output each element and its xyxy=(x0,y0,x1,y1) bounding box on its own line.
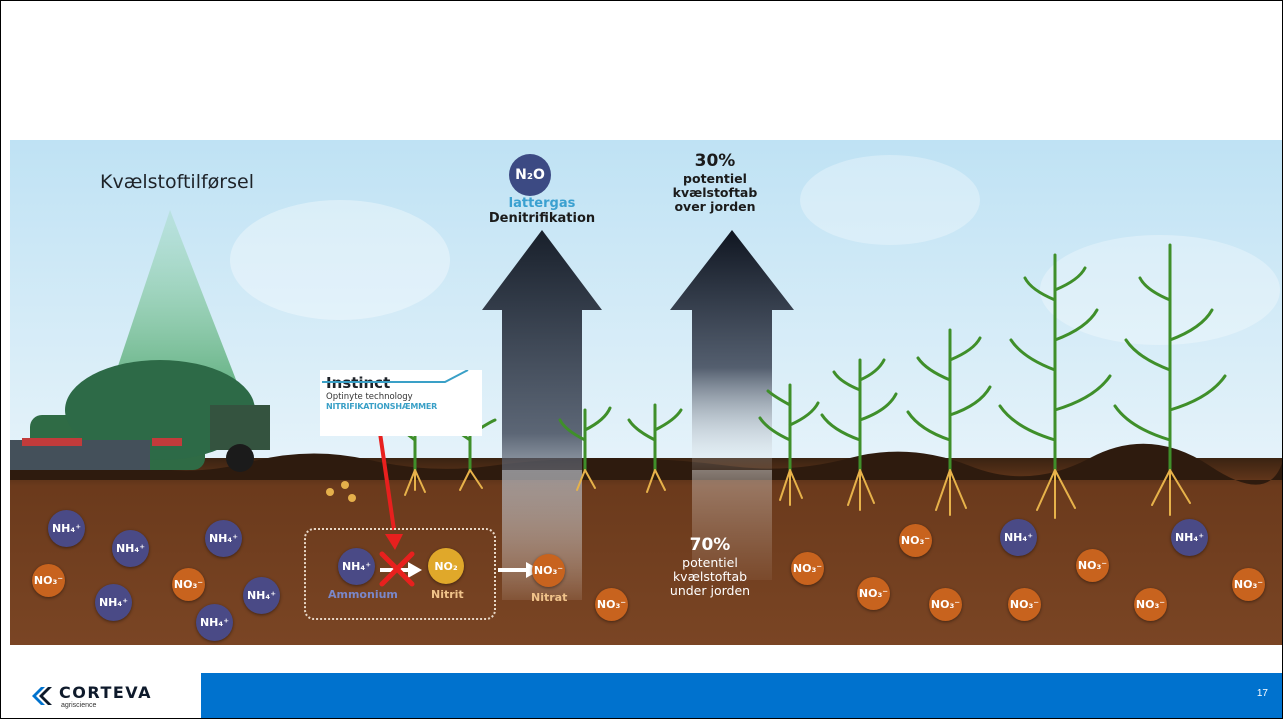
footer-bar: 17 xyxy=(201,673,1282,718)
instinct-swoosh xyxy=(322,370,469,383)
ammonium-molecule: NH₄⁺ xyxy=(48,510,85,547)
loss-below-label: 70% potentiel kvælstoftab under jorden xyxy=(650,535,770,599)
n2o-molecule: N₂O xyxy=(509,154,551,196)
nitrate-molecule: NO₃⁻ xyxy=(929,588,962,621)
nitrate-molecule: NO₃⁻ xyxy=(791,552,824,585)
n2o-label: lattergas Denitrifikation xyxy=(462,196,622,227)
instinct-category: NITRIFIKATIONSHÆMMER xyxy=(326,402,438,411)
ammonium-molecule: NH₄⁺ xyxy=(196,604,233,641)
n2o-gas-name: lattergas xyxy=(508,196,576,211)
ammonium-molecule: NH₄⁺ xyxy=(243,577,280,614)
ammonium-molecule: NH₄⁺ xyxy=(1171,519,1208,556)
loss-above-line2: kvælstoftab xyxy=(672,184,758,200)
ammonium-molecule: NH₄⁺ xyxy=(338,548,375,585)
corteva-logo: CORTEVA agriscience xyxy=(29,683,189,713)
loss-above-percent: 30% xyxy=(694,151,736,171)
nitrite-caption: Nitrit xyxy=(431,588,464,601)
nitrate-molecule: NO₃⁻ xyxy=(1008,588,1041,621)
loss-below-line3: under jorden xyxy=(669,583,751,599)
nitrate-molecule: NO₃⁻ xyxy=(172,568,205,601)
corteva-emblem-icon xyxy=(32,687,52,705)
nitrate-molecule: NO₃⁻ xyxy=(32,564,65,597)
nitrite-molecule: NO₂ xyxy=(428,548,464,584)
nitrate-caption: Nitrat xyxy=(531,591,568,604)
loss-below-percent: 70% xyxy=(689,535,731,555)
nitrate-molecule: NO₃⁻ xyxy=(1076,549,1109,582)
ammonium-molecule: NH₄⁺ xyxy=(112,530,149,567)
nitrogen-cycle-illustration: Kvælstoftilførsel N₂O lattergas Denitrif… xyxy=(10,140,1282,645)
tractor-tanker xyxy=(10,360,270,472)
ammonium-molecule: NH₄⁺ xyxy=(95,584,132,621)
ammonium-molecule: NH₄⁺ xyxy=(205,520,242,557)
nitrate-molecule: NO₃⁻ xyxy=(595,588,628,621)
corteva-sub: agriscience xyxy=(61,702,97,709)
nitrification-box xyxy=(304,528,496,620)
nitrate-molecule: NO₃⁻ xyxy=(1232,568,1265,601)
n2o-process: Denitrifikation xyxy=(488,210,596,226)
loss-below-line1: potentiel xyxy=(682,554,738,570)
corteva-wordmark: CORTEVA xyxy=(59,683,152,702)
nitrate-molecule: NO₃⁻ xyxy=(532,554,565,587)
ammonium-molecule: NH₄⁺ xyxy=(1000,519,1037,556)
loss-below-line2: kvælstoftab xyxy=(672,568,748,584)
nitrate-molecule: NO₃⁻ xyxy=(1134,588,1167,621)
instinct-product-box: Instinct Optinyte technology NITRIFIKATI… xyxy=(320,370,482,436)
ammonium-caption: Ammonium xyxy=(328,588,398,601)
loss-above-line3: over jorden xyxy=(674,199,756,215)
block-cross-icon xyxy=(379,551,415,587)
nitrate-molecule: NO₃⁻ xyxy=(857,577,890,610)
fertilizer-granules xyxy=(326,481,356,502)
nitrate-molecule: NO₃⁻ xyxy=(899,524,932,557)
diagram-title: Kvælstoftilførsel xyxy=(100,171,254,193)
page-number: 17 xyxy=(1256,688,1268,699)
loss-above-line1: potentiel xyxy=(683,170,747,186)
instinct-tech: Optinyte technology xyxy=(326,392,413,402)
loss-above-label: 30% potentiel kvælstoftab over jorden xyxy=(645,151,785,215)
inhibitor-pointer xyxy=(378,432,396,531)
